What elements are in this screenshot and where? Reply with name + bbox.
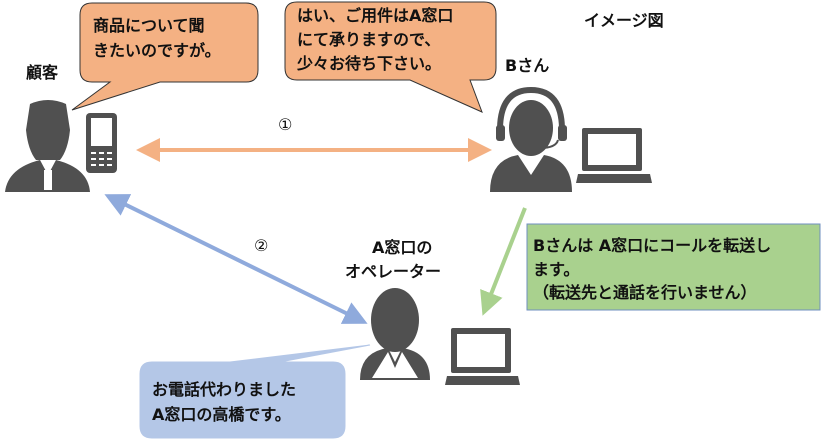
operator-speech-line: A窓口の高橋です。: [152, 405, 291, 424]
transfer-note-line: （転送先と通話を行いません）: [533, 283, 757, 302]
operator-label: A窓口の: [372, 238, 433, 257]
b-laptop-icon: [576, 128, 652, 183]
arrow-transfer: [480, 207, 527, 316]
b-speech-line: にて承りますので、: [297, 30, 441, 49]
arrow-2: [104, 194, 368, 324]
customer-icon: [5, 100, 90, 192]
customer-speech-line: 商品について聞: [93, 16, 205, 35]
transfer-note-box: [526, 223, 821, 311]
operator-speech-line: お電話代わりました: [152, 380, 297, 399]
operator-headset-icon: [360, 288, 430, 380]
b-operator-headset-icon: [490, 86, 572, 192]
b-speech-bubble: [284, 1, 497, 113]
operator-laptop-icon: [445, 328, 520, 385]
customer-label: 顧客: [26, 63, 59, 82]
mobile-phone-icon: [86, 113, 117, 173]
customer-speech-bubble: [71, 2, 259, 111]
step-2-label: ②: [254, 236, 269, 255]
customer-speech-line: きたいのですが。: [93, 41, 221, 60]
operator-label: オペレーター: [345, 262, 442, 281]
diagram-title: イメージ図: [584, 11, 664, 30]
transfer-note-line: ます。: [533, 260, 580, 279]
b-speech-line: はい、ご用件はA窓口: [297, 6, 454, 25]
b-speech-line: 少々お待ち下さい。: [297, 54, 442, 73]
operator-speech-bubble: [139, 344, 371, 439]
transfer-note-line: Bさんは A窓口にコールを転送し: [533, 236, 772, 255]
step-1-label: ①: [278, 115, 293, 134]
b-person-label: Bさん: [505, 56, 550, 75]
